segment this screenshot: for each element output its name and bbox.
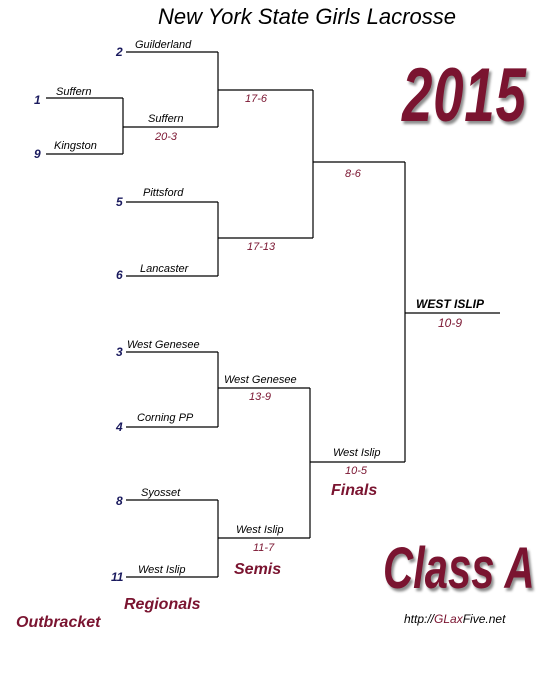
seed-lancaster: 6 xyxy=(116,268,123,282)
seed-pittsford: 5 xyxy=(116,195,123,209)
regional-1-score: 17-6 xyxy=(245,93,268,105)
team-west-islip[interactable]: West Islip xyxy=(138,564,186,576)
team-lancaster[interactable]: Lancaster xyxy=(140,263,189,275)
outbracket-winner[interactable]: Suffern xyxy=(148,113,184,125)
regional-2-score: 17-13 xyxy=(247,241,276,253)
outbracket-score: 20-3 xyxy=(155,131,178,143)
year-label: 2015 xyxy=(402,53,527,138)
seed-suffern: 1 xyxy=(34,93,41,107)
team-guilderland[interactable]: Guilderland xyxy=(135,39,192,51)
url-prefix: http:// xyxy=(404,612,435,626)
team-corning[interactable]: Corning PP xyxy=(137,412,194,424)
semi-1-score: 8-6 xyxy=(345,168,361,180)
url-suffix: Five.net xyxy=(462,612,506,626)
champion-name[interactable]: WEST ISLIP xyxy=(416,297,485,311)
semi-2-winner[interactable]: West Islip xyxy=(333,447,381,459)
team-suffern[interactable]: Suffern xyxy=(56,86,92,98)
regional-4-winner[interactable]: West Islip xyxy=(236,524,284,536)
site-url[interactable]: http://GLaxFive.net xyxy=(404,612,505,626)
seed-guilderland: 2 xyxy=(116,45,123,59)
seed-west-islip: 11 xyxy=(111,570,124,584)
seed-corning: 4 xyxy=(116,420,123,434)
final-score: 10-9 xyxy=(438,316,463,330)
team-west-genesee[interactable]: West Genesee xyxy=(127,339,200,351)
regional-4-score: 11-7 xyxy=(253,542,275,554)
semi-2-score: 10-5 xyxy=(345,465,368,477)
seed-kingston: 9 xyxy=(34,147,41,161)
seed-syosset: 8 xyxy=(116,494,123,508)
round-label-regionals: Regionals xyxy=(124,596,201,613)
round-label-outbracket: Outbracket xyxy=(16,614,101,631)
team-syosset[interactable]: Syosset xyxy=(141,487,181,499)
regional-3-score: 13-9 xyxy=(249,391,272,403)
round-label-finals: Finals xyxy=(331,482,378,499)
url-highlight: GLax xyxy=(434,612,463,626)
team-pittsford[interactable]: Pittsford xyxy=(143,187,184,199)
team-kingston[interactable]: Kingston xyxy=(54,140,97,152)
class-label: Class A xyxy=(383,536,535,601)
regional-3-winner[interactable]: West Genesee xyxy=(224,374,297,386)
round-label-semis: Semis xyxy=(234,561,282,578)
seed-west-genesee: 3 xyxy=(116,345,123,359)
page-title: New York State Girls Lacrosse xyxy=(158,4,456,29)
